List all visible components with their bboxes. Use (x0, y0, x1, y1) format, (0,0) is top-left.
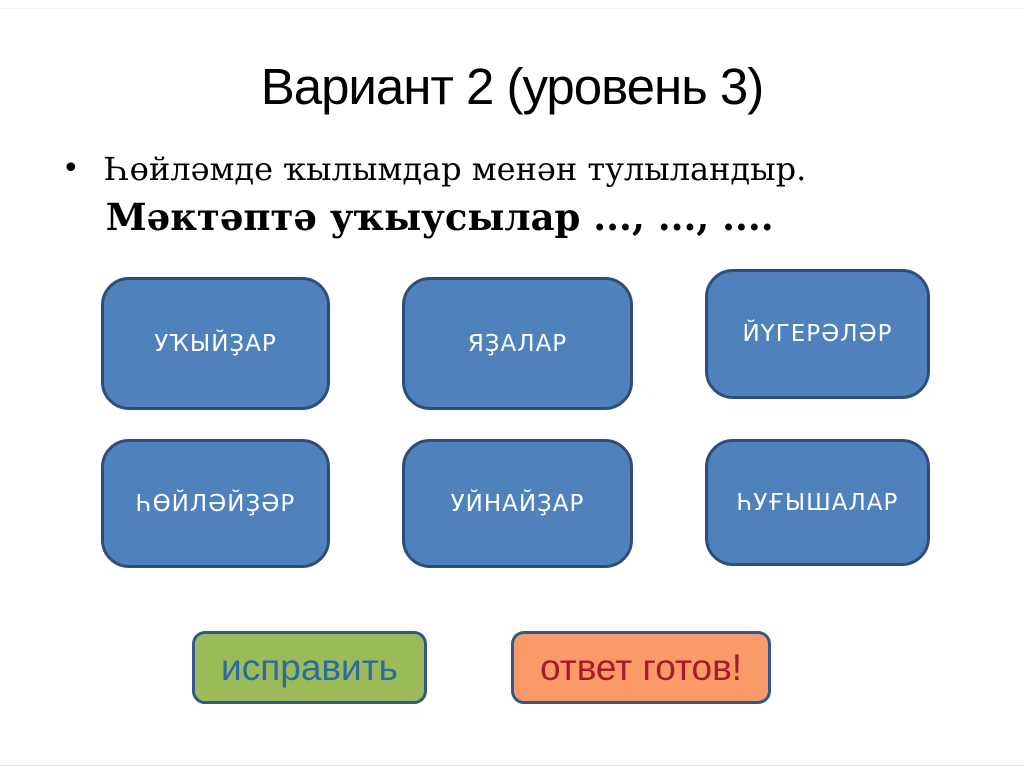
task-sentence: Мәктәптә уҡыусылар ..., ..., .... (105, 195, 774, 239)
bullet-icon: • (62, 151, 80, 186)
task-instruction: Һөйләмде ҡылымдар менән тулыландыр. (105, 150, 807, 188)
answer-option-2[interactable]: ЯҘАЛАР (402, 277, 633, 410)
page-title: Вариант 2 (уровень 3) (260, 58, 765, 115)
top-edge-divider (0, 8, 1024, 9)
answer-option-4[interactable]: ҺӨЙЛӘЙҘӘР (101, 439, 330, 568)
task-block: • Һөйләмде ҡылымдар менән тулыландыр. Мә… (62, 146, 982, 242)
bottom-edge-divider (0, 765, 1024, 766)
fix-button[interactable]: исправить (192, 631, 427, 704)
answer-ready-button[interactable]: ответ готов! (511, 631, 771, 704)
task-text: Һөйләмде ҡылымдар менән тулыландыр. Мәкт… (106, 146, 807, 242)
answer-option-3[interactable]: ЙҮГЕРӘЛӘР (705, 269, 930, 399)
answer-option-5[interactable]: УЙНАЙҘАР (402, 439, 633, 568)
answer-option-6[interactable]: ҺУҒЫШАЛАР (705, 439, 930, 566)
answer-option-1[interactable]: УҠЫЙҘАР (101, 277, 330, 410)
